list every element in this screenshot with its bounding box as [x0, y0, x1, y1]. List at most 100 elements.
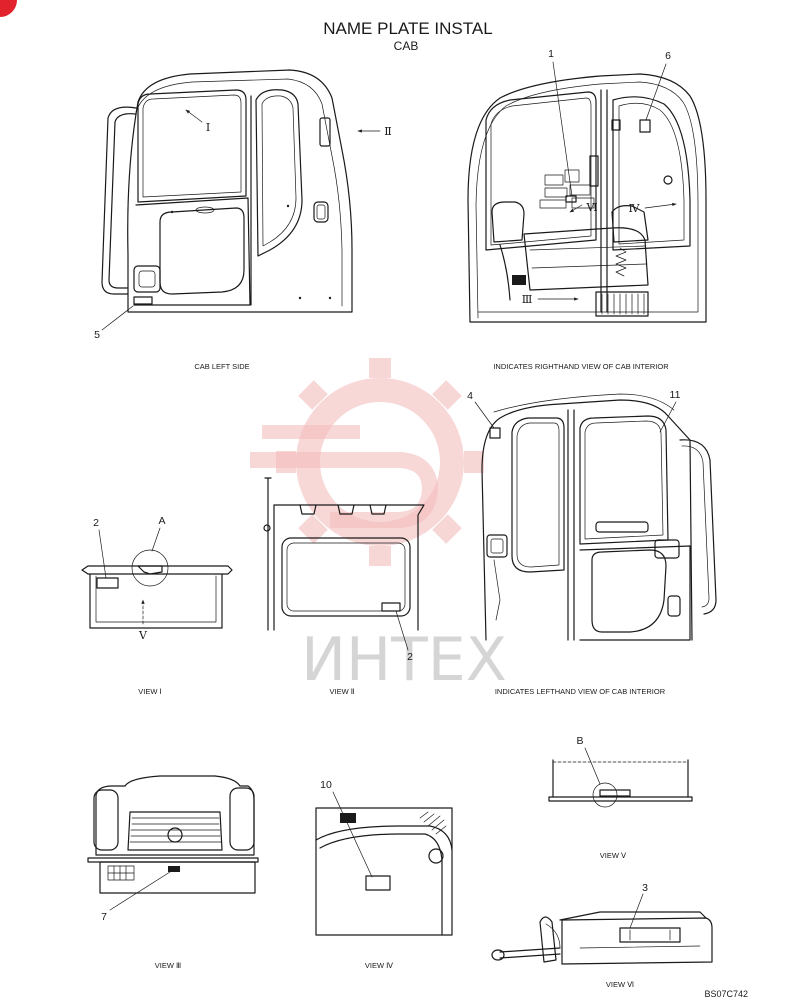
callout-5: 5	[94, 329, 100, 341]
view-iii-drawing	[87, 775, 259, 911]
view-marker-iii: Ⅲ	[522, 293, 533, 306]
door-outline	[133, 197, 251, 306]
console-details	[579, 929, 701, 949]
callout-3: 3	[642, 882, 648, 894]
nameplate-2-view-ii	[381, 602, 401, 612]
door-window-inner	[584, 420, 664, 540]
callout-11: 11	[670, 389, 681, 401]
view-vi-arrow	[569, 204, 583, 213]
side-window-inner	[261, 95, 297, 247]
front-window-inner	[142, 94, 242, 198]
plate-part	[599, 789, 631, 797]
rivet	[328, 296, 332, 300]
nameplate-4	[489, 427, 501, 439]
seat-knob	[167, 827, 183, 843]
panel-frame	[315, 807, 453, 936]
nameplate-2	[96, 577, 119, 589]
caption-view-ii: VIEW Ⅱ	[330, 687, 355, 696]
center-pillar	[567, 409, 575, 641]
front-window-inner	[516, 422, 560, 568]
cab-inner-outline	[475, 81, 699, 319]
rivet	[298, 296, 302, 300]
window-frame	[281, 537, 411, 617]
callout-2-view-ii: 2	[407, 651, 413, 663]
view-v-drawing	[548, 747, 693, 808]
base-plate	[87, 857, 259, 863]
leader-10	[332, 791, 373, 878]
gear-teeth	[276, 358, 484, 566]
view-ii-drawing	[263, 477, 425, 651]
rivet	[286, 204, 290, 208]
vent-grid-lines	[107, 865, 135, 881]
panel-button	[428, 848, 444, 864]
front-window	[511, 417, 565, 573]
leader-6	[645, 63, 667, 121]
detail-a-circle	[131, 549, 169, 587]
seat-grille	[129, 817, 222, 843]
handrail	[101, 106, 137, 295]
watermark-text: ИНТЕХ	[301, 625, 507, 695]
gear-inner-bar	[250, 452, 439, 528]
floor-grille-box	[595, 291, 649, 317]
console-lid	[559, 911, 707, 921]
cab-outline	[467, 73, 707, 323]
nameplate-1	[565, 195, 577, 203]
view-iv-arrow	[644, 202, 677, 209]
caption-view-v: VIEW Ⅴ	[600, 851, 627, 860]
caption-view-i: VIEW Ⅰ	[138, 687, 161, 696]
front-window	[137, 89, 247, 203]
door-handle	[195, 206, 215, 214]
console-curve	[315, 825, 453, 851]
caption-lefthand-interior: INDICATES LEFTHAND VIEW OF CAB INTERIOR	[495, 687, 666, 696]
seat-spring	[615, 247, 627, 277]
wiring-strip	[493, 559, 501, 621]
fuse-box	[654, 539, 680, 559]
panel-tabs	[299, 504, 387, 515]
leader-5	[101, 305, 134, 331]
handrail-inner	[108, 113, 137, 289]
panel-inner	[95, 575, 217, 623]
post-fitting	[263, 524, 271, 532]
console-box	[561, 917, 713, 965]
control-boxes	[539, 155, 599, 209]
cab-left-side-drawing	[101, 69, 381, 331]
cab-interior-right-drawing	[467, 61, 707, 323]
leader-3	[629, 893, 644, 929]
top-bar	[81, 565, 233, 575]
caption-righthand-interior: INDICATES RIGHTHAND VIEW OF CAB INTERIOR	[493, 362, 669, 371]
leader-7	[109, 871, 171, 911]
handrail	[679, 439, 717, 615]
door-latch	[667, 595, 681, 617]
caption-cab-left-side: CAB LEFT SIDE	[194, 362, 249, 371]
side-window	[255, 89, 303, 257]
callout-4: 4	[467, 390, 473, 402]
seat-back	[491, 201, 525, 243]
view-marker-i: Ⅰ	[206, 121, 210, 134]
lever	[499, 947, 561, 959]
handrail-inner	[681, 445, 710, 608]
grab-handle	[595, 521, 649, 533]
nameplate-7	[168, 866, 180, 872]
floor-lever	[499, 244, 511, 301]
center-pillar	[600, 89, 608, 313]
console-inner-curve	[319, 833, 443, 936]
roof-line	[493, 393, 675, 413]
cab-body-outline	[127, 69, 353, 313]
door-lock-inner	[138, 270, 156, 288]
view-marker-iv: Ⅳ	[629, 202, 641, 215]
side-vent	[319, 117, 331, 147]
cab-interior-left-drawing	[474, 393, 717, 641]
callout-6: 6	[665, 50, 671, 62]
joystick-handle	[539, 916, 557, 963]
console-lines	[529, 245, 647, 269]
detail-label-a: A	[158, 515, 165, 527]
door-lower-panel	[159, 207, 245, 295]
seat-center-box	[127, 811, 223, 851]
leader-b	[584, 747, 601, 785]
window-frame-inner	[286, 542, 406, 612]
hook	[663, 175, 673, 185]
view-marker-ii: Ⅱ	[384, 125, 391, 138]
seat-right-pad	[229, 787, 255, 851]
corner-mark-icon	[0, 0, 17, 17]
